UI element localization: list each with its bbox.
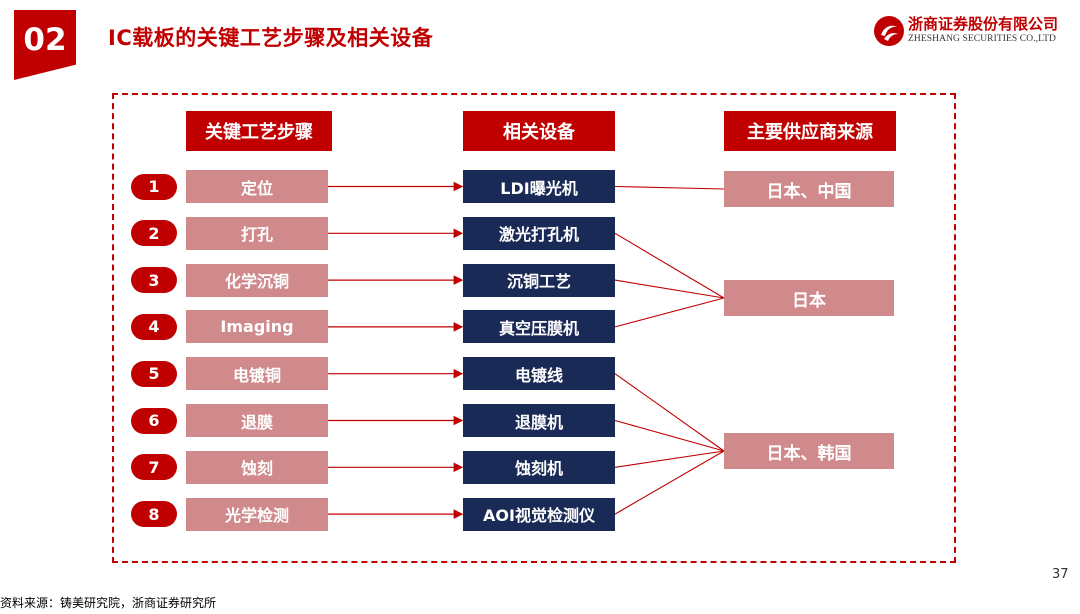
company-logo-icon [874, 16, 904, 46]
step-number-badge: 5 [131, 360, 177, 387]
supplier-box: 日本、韩国 [724, 433, 894, 469]
equipment-box: 蚀刻机 [463, 450, 615, 484]
diagram-frame [112, 93, 956, 563]
equipment-box: 电镀线 [463, 357, 615, 391]
process-step-box: 定位 [186, 170, 328, 203]
supplier-box: 日本、中国 [724, 171, 894, 207]
equipment-box: 沉铜工艺 [463, 263, 615, 297]
process-step-box: 打孔 [186, 216, 328, 250]
equipment-box: LDI曝光机 [463, 170, 615, 203]
source-note: 资料来源：铸美研究院，浙商证券研究所 [0, 596, 217, 610]
step-number-badge: 4 [131, 313, 177, 340]
section-number: 02 [23, 22, 67, 58]
supplier-box: 日本 [724, 280, 894, 316]
equipment-box: 激光打孔机 [463, 216, 615, 250]
step-number-badge: 2 [131, 220, 177, 247]
step-number-badge: 6 [131, 407, 177, 434]
page-title: IC载板的关键工艺步骤及相关设备 [108, 26, 434, 50]
step-number-badge: 1 [131, 173, 177, 200]
page-number: 37 [1052, 567, 1069, 582]
process-step-box: 退膜 [186, 404, 328, 437]
step-number-badge: 7 [131, 454, 177, 481]
company-logo: 浙商证券股份有限公司 ZHESHANG SECURITIES CO.,LTD [872, 12, 1070, 52]
step-number-badge: 8 [131, 501, 177, 528]
equipment-box: AOI视觉检测仪 [463, 497, 615, 531]
step-number-badge: 3 [131, 267, 177, 294]
section-number-tag: 02 [14, 10, 76, 80]
process-step-box: 光学检测 [186, 497, 328, 531]
header-steps: 关键工艺步骤 [186, 111, 332, 151]
process-step-box: 化学沉铜 [186, 263, 328, 297]
header-suppliers: 主要供应商来源 [724, 111, 896, 151]
process-step-box: 电镀铜 [186, 357, 328, 391]
equipment-box: 退膜机 [463, 404, 615, 437]
header-equipment: 相关设备 [463, 111, 615, 151]
process-step-box: Imaging [186, 310, 328, 344]
company-name-cn: 浙商证券股份有限公司 [908, 15, 1059, 33]
equipment-box: 真空压膜机 [463, 310, 615, 344]
company-name-en: ZHESHANG SECURITIES CO.,LTD [908, 34, 1057, 44]
process-step-box: 蚀刻 [186, 450, 328, 484]
